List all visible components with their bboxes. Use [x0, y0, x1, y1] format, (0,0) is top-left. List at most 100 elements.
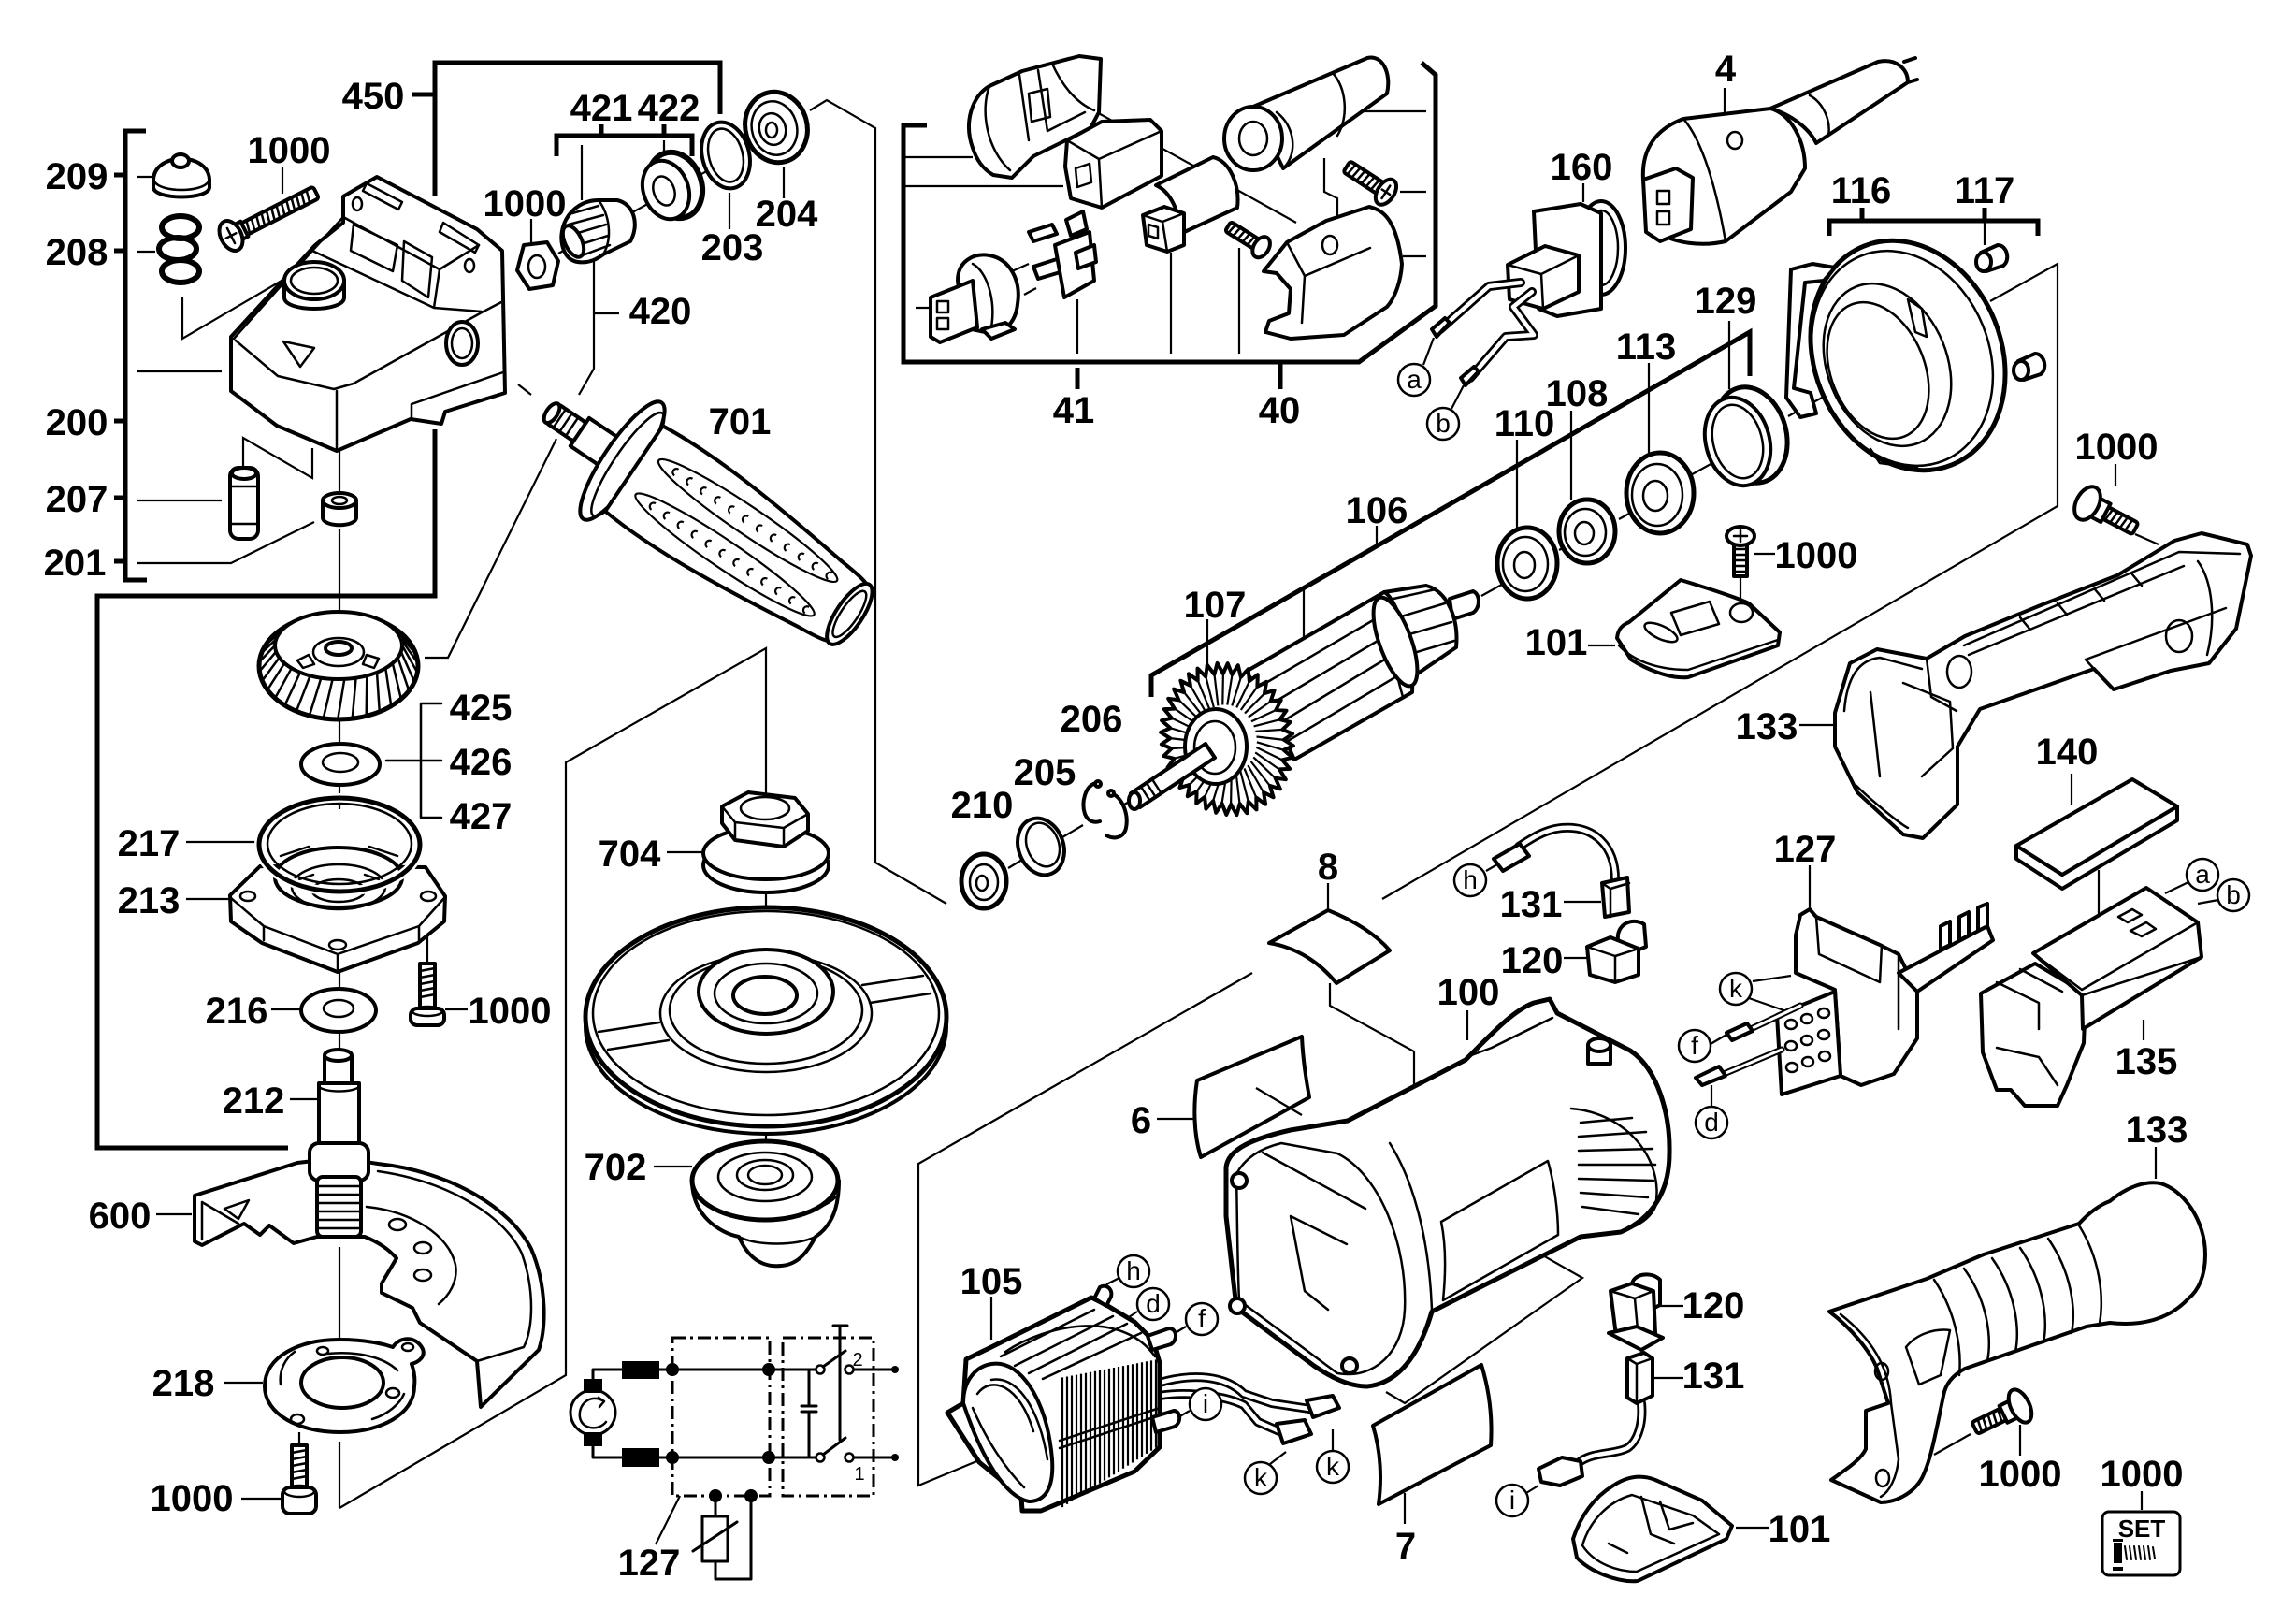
callout-135: 135 — [2115, 1041, 2178, 1082]
part-426-washer — [299, 742, 382, 787]
part-1000-screw — [217, 185, 321, 253]
part-201-bushing — [321, 491, 358, 528]
part-600-wheel-guard — [193, 1158, 546, 1409]
cord-clamp-cover — [1262, 205, 1404, 341]
part-131-brush-lower — [1537, 1351, 1654, 1487]
part-4-power-cord-plug — [1640, 56, 1919, 246]
grip-dot — [648, 501, 657, 511]
callout-204: 204 — [756, 194, 818, 235]
part-702-backing-flange — [689, 1138, 841, 1269]
part-8-label — [1267, 908, 1392, 985]
callout-labels: 450 421 422 1000 209 208 1000 203 204 42… — [44, 49, 2188, 1584]
callout-427: 427 — [450, 796, 513, 837]
callout-106: 106 — [1346, 490, 1408, 531]
callout-420: 420 — [629, 291, 692, 332]
part-105-stator — [945, 1283, 1341, 1514]
gear-tooth — [400, 644, 418, 673]
part-203-ring — [700, 120, 752, 191]
grip-dot — [755, 524, 763, 533]
grip-dot — [662, 511, 671, 520]
callout-207: 207 — [46, 479, 108, 520]
terminal-h — [1092, 1283, 1114, 1308]
part-133-handle-half-rear — [1833, 531, 2253, 840]
callout-116: 116 — [1831, 170, 1892, 211]
schematic-wires — [591, 1368, 897, 1581]
leader-plug-box — [903, 86, 1426, 354]
leader-127-schematic — [655, 1495, 681, 1545]
fan-vane — [1196, 679, 1211, 711]
fan-vane — [1213, 674, 1220, 706]
callout-113: 113 — [1616, 326, 1677, 368]
svg-text:a: a — [1407, 365, 1422, 394]
marker-k: k — [1243, 1460, 1278, 1496]
part-117-pin — [1974, 243, 2010, 273]
fan-vane — [1244, 692, 1265, 715]
leader-housing-group — [1157, 1010, 2158, 1530]
callout-701: 701 — [709, 401, 772, 442]
callout-1000: 1000 — [469, 991, 552, 1032]
bracket-200-group — [114, 128, 147, 583]
part-218-clamp-ring — [263, 1337, 426, 1434]
callout-1000: 1000 — [1775, 535, 1858, 576]
callout-200: 200 — [46, 402, 108, 443]
part-204-bearing — [743, 89, 810, 166]
callout-209: 209 — [46, 156, 108, 197]
terminal-f — [1725, 1022, 1754, 1042]
marker-f: f — [1184, 1301, 1220, 1337]
gear-tooth — [322, 677, 334, 719]
callout-1000: 1000 — [151, 1478, 234, 1519]
part-1000-screw — [1725, 525, 1756, 578]
part-135-switch — [1979, 886, 2203, 1108]
part-1000-screw — [281, 1443, 318, 1515]
screw — [1223, 221, 1272, 260]
marker-f: f — [1677, 1028, 1712, 1064]
fan-vane — [1255, 728, 1283, 732]
cord-sleeve — [1251, 55, 1391, 170]
part-212-spindle — [308, 1048, 370, 1239]
part-127-electronic-module — [1694, 902, 1995, 1096]
callout-133: 133 — [1736, 706, 1798, 747]
part-101-cover — [1615, 578, 1782, 680]
callout-217: 217 — [118, 823, 181, 864]
fan-vane — [1252, 756, 1277, 779]
fan-vane — [1190, 685, 1207, 714]
callout-133: 133 — [2126, 1109, 2188, 1151]
fan-vane — [1256, 735, 1284, 741]
grip-dot — [760, 577, 768, 587]
svg-text:b: b — [2226, 880, 2241, 909]
part-107-armature — [1127, 584, 1480, 818]
terminal-k — [1305, 1394, 1341, 1419]
part-140-plate — [2014, 777, 2179, 891]
callout-120: 120 — [1501, 940, 1564, 981]
callout-201: 201 — [44, 543, 107, 584]
gear-tooth — [384, 667, 393, 706]
callout-1000: 1000 — [484, 183, 567, 225]
callout-131: 131 — [1500, 884, 1563, 925]
brush-symbol — [584, 1379, 602, 1393]
gear-tooth — [375, 671, 381, 713]
callout-6: 6 — [1131, 1100, 1151, 1141]
marker-b: b — [2216, 877, 2251, 913]
grip-dot — [811, 561, 819, 571]
fan-vane — [1248, 700, 1272, 718]
frame-wheel-right — [809, 98, 1138, 905]
leader-right-group — [1326, 464, 2159, 1109]
bracket-450 — [94, 60, 723, 1151]
leader-lines — [94, 60, 2219, 1530]
leader-top-right — [1422, 88, 1726, 410]
field-coil — [622, 1361, 659, 1379]
marker-i: i — [1188, 1386, 1223, 1422]
part-113-bearing-plate — [1624, 450, 1697, 536]
fan-vane — [1249, 761, 1271, 787]
svg-text:k: k — [1326, 1452, 1340, 1481]
gear-tooth — [267, 661, 286, 690]
callout-101: 101 — [1525, 622, 1588, 663]
svg-text:k: k — [1729, 974, 1743, 1003]
svg-text:i: i — [1509, 1486, 1515, 1515]
gear-tooth — [308, 676, 323, 717]
callout-120: 120 — [1682, 1285, 1745, 1327]
fan-vane — [1250, 709, 1277, 723]
part-41-connector — [929, 210, 1098, 344]
gear-tooth — [399, 650, 415, 682]
grip-dot — [783, 543, 791, 552]
